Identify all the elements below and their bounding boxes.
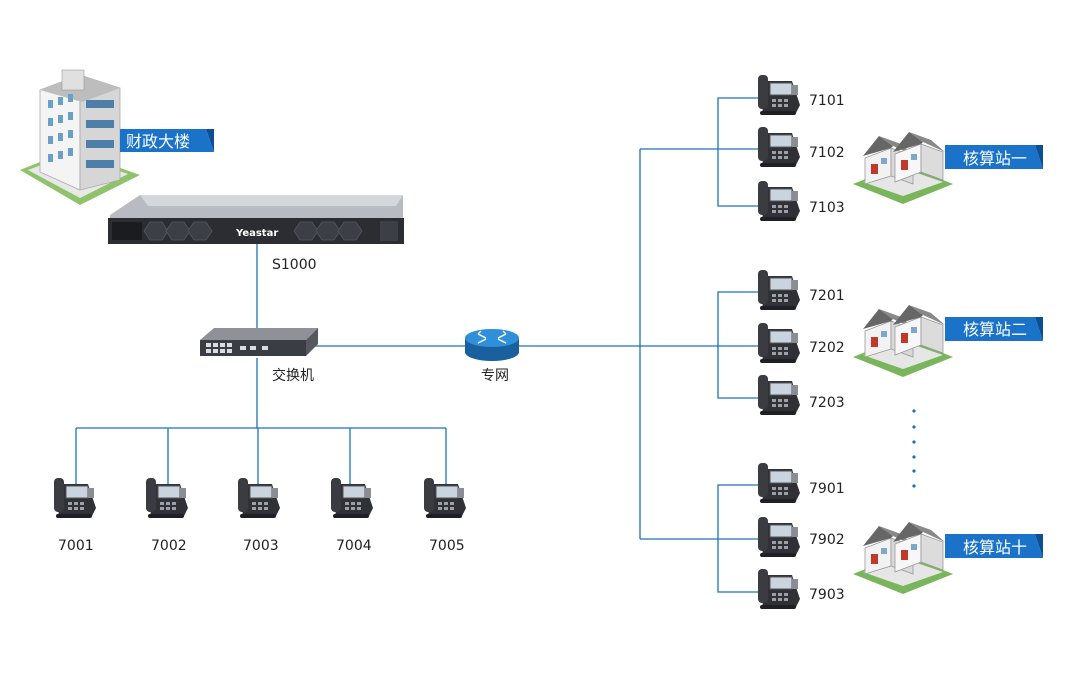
ellipsis-dots-icon bbox=[912, 409, 916, 488]
phone-7901: 7901 bbox=[757, 462, 845, 504]
phone-7902: 7902 bbox=[757, 516, 845, 558]
ip-phone-icon bbox=[757, 374, 801, 416]
server-label: S1000 bbox=[272, 257, 317, 273]
phone-7903: 7903 bbox=[757, 568, 845, 610]
phone-extension-label: 7002 bbox=[151, 538, 187, 554]
ip-phone-icon bbox=[757, 74, 801, 116]
phone-7201: 7201 bbox=[757, 269, 845, 311]
station-2-bus bbox=[717, 291, 760, 399]
ip-phone-icon bbox=[757, 568, 801, 610]
phone-extension-label: 7901 bbox=[809, 481, 845, 497]
station-label: 核算站二 bbox=[963, 320, 1027, 339]
station-label-tag: 核算站二 bbox=[945, 317, 1043, 341]
router-icon bbox=[465, 329, 519, 361]
rack-server: Yeastar S1000 bbox=[108, 195, 404, 273]
phone-7101: 7101 bbox=[757, 74, 845, 116]
ip-phone-icon bbox=[53, 477, 97, 519]
phone-extension-label: 7202 bbox=[809, 340, 845, 356]
ip-phone-icon bbox=[145, 477, 189, 519]
ip-phone-icon bbox=[330, 477, 374, 519]
headquarters-label-tag: 财政大楼 bbox=[120, 129, 214, 152]
phone-extension-label: 7001 bbox=[58, 538, 94, 554]
phone-extension-label: 7902 bbox=[809, 532, 845, 548]
ip-phone-icon bbox=[757, 180, 801, 222]
phone-extension-label: 7102 bbox=[809, 145, 845, 161]
station-1-bus bbox=[717, 97, 760, 207]
phone-extension-label: 7003 bbox=[243, 538, 279, 554]
station-10-bus bbox=[717, 484, 760, 593]
phone-7103: 7103 bbox=[757, 180, 845, 222]
server-brand: Yeastar bbox=[235, 228, 278, 239]
phone-7003: 7003 bbox=[237, 477, 281, 554]
station-1: 7101 7102 7103 核算站一 bbox=[757, 74, 1043, 222]
phone-7005: 7005 bbox=[423, 477, 467, 554]
phone-extension-label: 7004 bbox=[336, 538, 372, 554]
station-label: 核算站十 bbox=[963, 538, 1027, 557]
local-phone-group: 7001 7002 7003 7004 7005 bbox=[53, 477, 467, 554]
phone-extension-label: 7103 bbox=[809, 200, 845, 216]
phone-extension-label: 7201 bbox=[809, 288, 845, 304]
ip-phone-icon bbox=[757, 126, 801, 168]
phone-7102: 7102 bbox=[757, 126, 845, 168]
house-icon bbox=[852, 521, 954, 595]
phone-extension-label: 7101 bbox=[809, 93, 845, 109]
headquarters-label: 财政大楼 bbox=[126, 132, 190, 151]
network-switch: 交换机 bbox=[200, 328, 318, 384]
phone-7202: 7202 bbox=[757, 322, 845, 364]
ip-phone-icon bbox=[757, 322, 801, 364]
network-switch-icon bbox=[200, 328, 318, 356]
phone-extension-label: 7005 bbox=[429, 538, 465, 554]
switch-label: 交换机 bbox=[272, 367, 314, 384]
phone-7004: 7004 bbox=[330, 477, 374, 554]
phone-extension-label: 7903 bbox=[809, 587, 845, 603]
phone-7001: 7001 bbox=[53, 477, 97, 554]
rack-server-icon bbox=[108, 195, 404, 244]
ip-phone-icon bbox=[757, 462, 801, 504]
phone-7203: 7203 bbox=[757, 374, 845, 416]
ip-phone-icon bbox=[423, 477, 467, 519]
office-building-icon bbox=[20, 69, 140, 205]
ip-phone-icon bbox=[237, 477, 281, 519]
station-10: 7901 7902 7903 核算站十 bbox=[757, 462, 1043, 610]
headquarters-building: 财政大楼 bbox=[20, 69, 214, 205]
house-icon bbox=[852, 304, 954, 378]
station-label-tag: 核算站一 bbox=[945, 145, 1043, 169]
phone-7002: 7002 bbox=[145, 477, 189, 554]
phone-extension-label: 7203 bbox=[809, 395, 845, 411]
ip-phone-icon bbox=[757, 516, 801, 558]
station-2: 7201 7202 7203 核算站二 bbox=[757, 269, 1043, 416]
house-icon bbox=[852, 131, 954, 205]
station-label-tag: 核算站十 bbox=[945, 534, 1043, 558]
connection-lines bbox=[75, 97, 760, 593]
private-network-router: 专网 bbox=[465, 329, 519, 384]
station-label: 核算站一 bbox=[963, 149, 1027, 168]
network-label: 专网 bbox=[481, 368, 509, 384]
ip-phone-icon bbox=[757, 269, 801, 311]
